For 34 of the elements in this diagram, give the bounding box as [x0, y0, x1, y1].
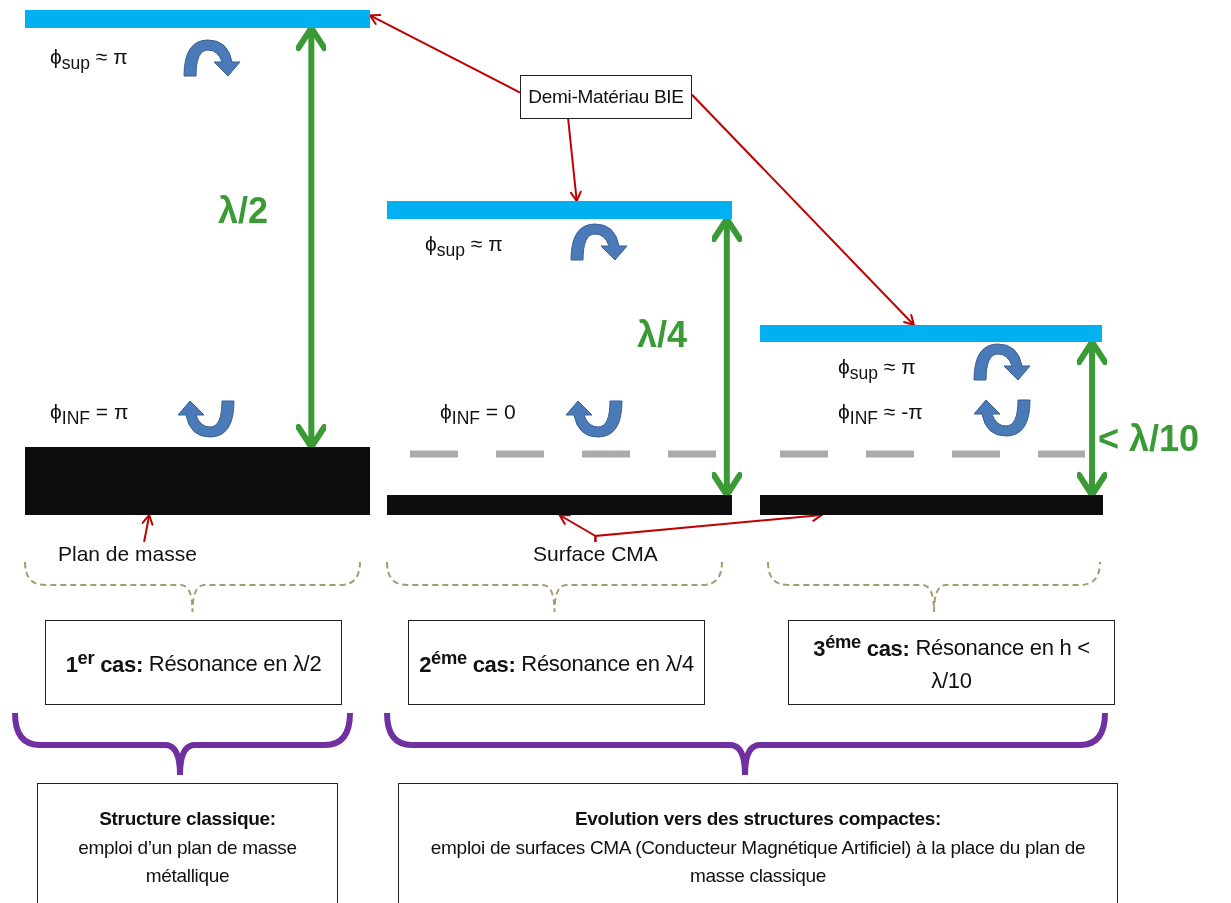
phase-label: ϕ$_{sup}$ ≈ π — [838, 355, 916, 385]
double-arrow — [1076, 339, 1109, 498]
edge-label: < λ/10 — [1098, 418, 1200, 460]
edge-label: λ/4 — [637, 314, 688, 356]
box-heading: Evolution vers des structures compactes: — [575, 807, 941, 832]
phase-label: ϕ$_{INF}$ = π — [50, 400, 129, 430]
phase-label: ϕ$_{INF}$ = 0 — [440, 400, 516, 430]
callout-box: Demi-Matériau BIE — [520, 75, 692, 119]
reflector-plate — [25, 10, 370, 28]
phase-label: ϕ$_{sup}$ ≈ π — [50, 45, 128, 75]
reflector-plate — [387, 201, 732, 219]
part-label: Plan de masse — [58, 542, 197, 566]
case-box: 2$^{éme}$ cas: Résonance en λ/4 — [408, 620, 705, 705]
cma-surface — [760, 495, 1103, 515]
box-heading: Structure classique: — [99, 807, 276, 832]
double-arrow — [710, 216, 743, 498]
phase-label: ϕ$_{INF}$ ≈ -π — [838, 400, 923, 430]
part-label: Surface CMA — [533, 542, 658, 566]
edge-label: λ/2 — [218, 190, 269, 232]
case-box: 1$^{er}$ cas: Résonance en λ/2 — [45, 620, 342, 705]
double-arrow — [295, 25, 328, 450]
box-text: emploi de surfaces CMA (Conducteur Magnétique Artificiel) à la place du plan de masse classique — [429, 835, 1087, 889]
cma-surface — [387, 495, 732, 515]
box-text: emploi d’un plan de masse métallique — [77, 835, 298, 889]
leader-line — [567, 118, 582, 202]
summary-box — [37, 783, 338, 903]
case-box: 3$^{éme}$ cas: Résonance en h < λ/10 — [788, 620, 1115, 705]
leader-line — [141, 514, 154, 543]
ground-plane — [25, 447, 370, 515]
reflector-plate — [760, 325, 1102, 342]
leader-line — [691, 93, 915, 326]
leader-line — [369, 14, 521, 94]
summary-box — [398, 783, 1118, 903]
phase-label: ϕ$_{sup}$ ≈ π — [425, 232, 503, 262]
